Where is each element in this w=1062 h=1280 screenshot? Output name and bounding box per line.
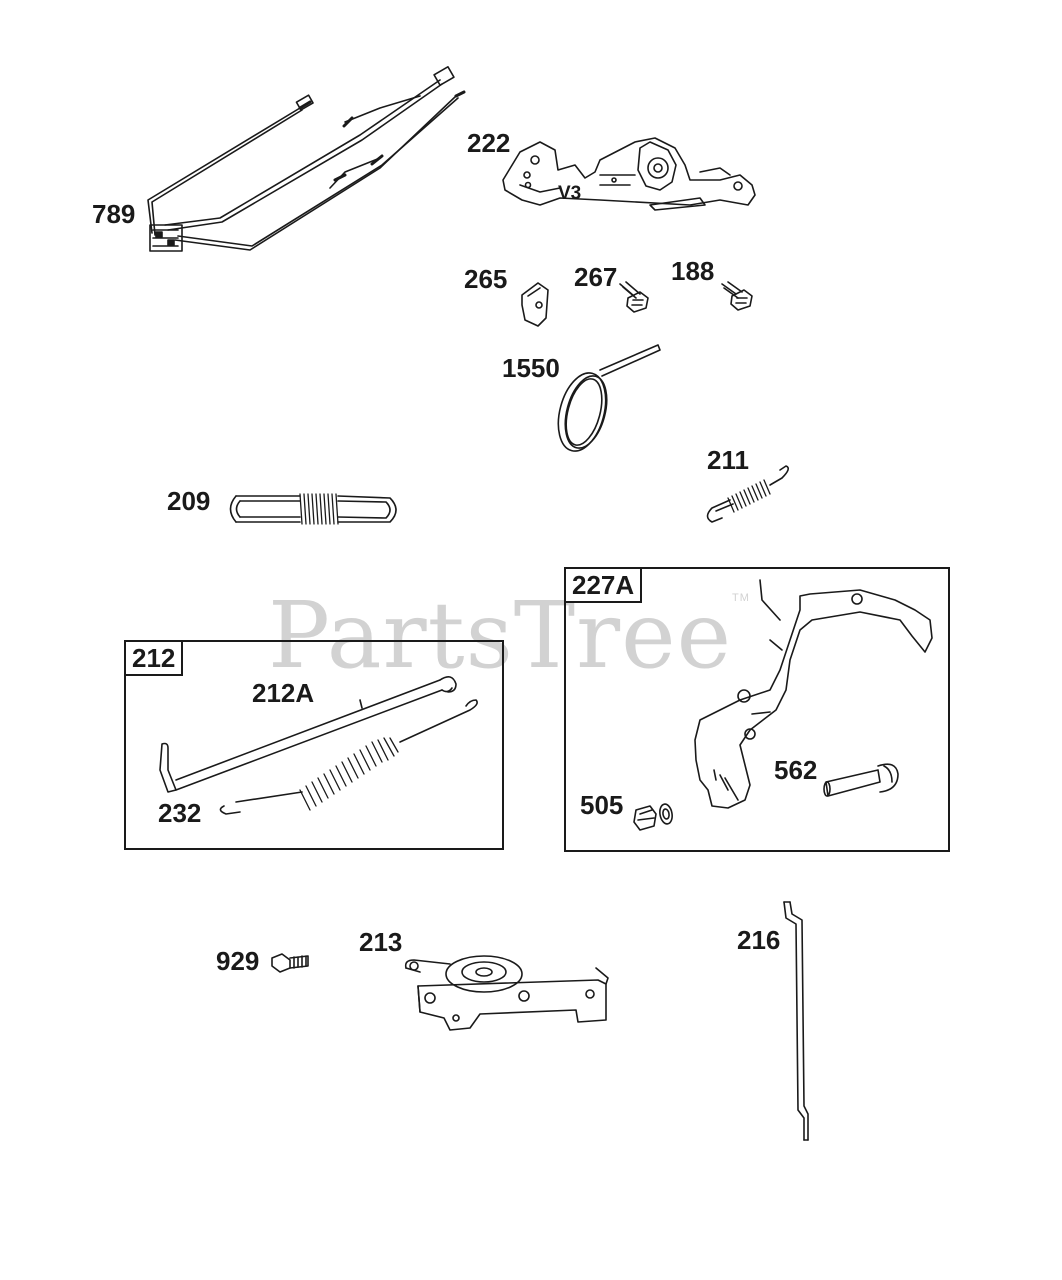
label-929: 929 xyxy=(216,946,260,976)
part-188-screw xyxy=(721,281,753,311)
label-267: 267 xyxy=(574,262,618,292)
label-209: 209 xyxy=(167,486,211,516)
label-212A: 212A xyxy=(252,678,315,708)
label-1550: 1550 xyxy=(502,353,560,383)
label-216: 216 xyxy=(737,925,781,955)
box-212-tag: 212 xyxy=(124,640,184,676)
box-227A: 227A xyxy=(564,567,950,852)
part-232-spring xyxy=(219,699,478,815)
part-929-bolt xyxy=(271,953,309,973)
part-211-extension-spring xyxy=(706,465,790,523)
label-213: 213 xyxy=(359,927,403,957)
part-212A-rod xyxy=(159,676,457,793)
part-789-wiring-harness xyxy=(147,66,466,252)
part-265-clip xyxy=(521,282,549,327)
part-562-carriage-bolt xyxy=(823,763,899,797)
watermark: PartsTreeTM xyxy=(268,582,750,689)
engraving-v3: V3 xyxy=(558,183,582,204)
label-188: 188 xyxy=(671,256,715,286)
part-216-link-rod xyxy=(783,901,809,1141)
watermark-text: PartsTree xyxy=(268,582,733,689)
label-232: 232 xyxy=(158,798,202,828)
part-505-nut xyxy=(633,803,673,831)
label-265: 265 xyxy=(464,264,508,294)
label-211: 211 xyxy=(707,445,749,475)
part-209-extension-spring xyxy=(229,493,397,525)
part-222-control-bracket xyxy=(502,137,756,211)
part-1550-torsion-spring xyxy=(557,344,661,452)
part-213-idler-bracket xyxy=(404,955,609,1031)
label-789: 789 xyxy=(92,199,136,229)
part-267-screw xyxy=(619,281,649,313)
label-562: 562 xyxy=(774,755,818,785)
trademark-mark: TM xyxy=(732,592,750,604)
part-227A-governor-bracket xyxy=(694,579,933,809)
label-222: 222 xyxy=(467,128,511,158)
box-227A-tag: 227A xyxy=(564,567,643,603)
label-505: 505 xyxy=(580,790,624,820)
box-212: 212 xyxy=(124,640,504,850)
